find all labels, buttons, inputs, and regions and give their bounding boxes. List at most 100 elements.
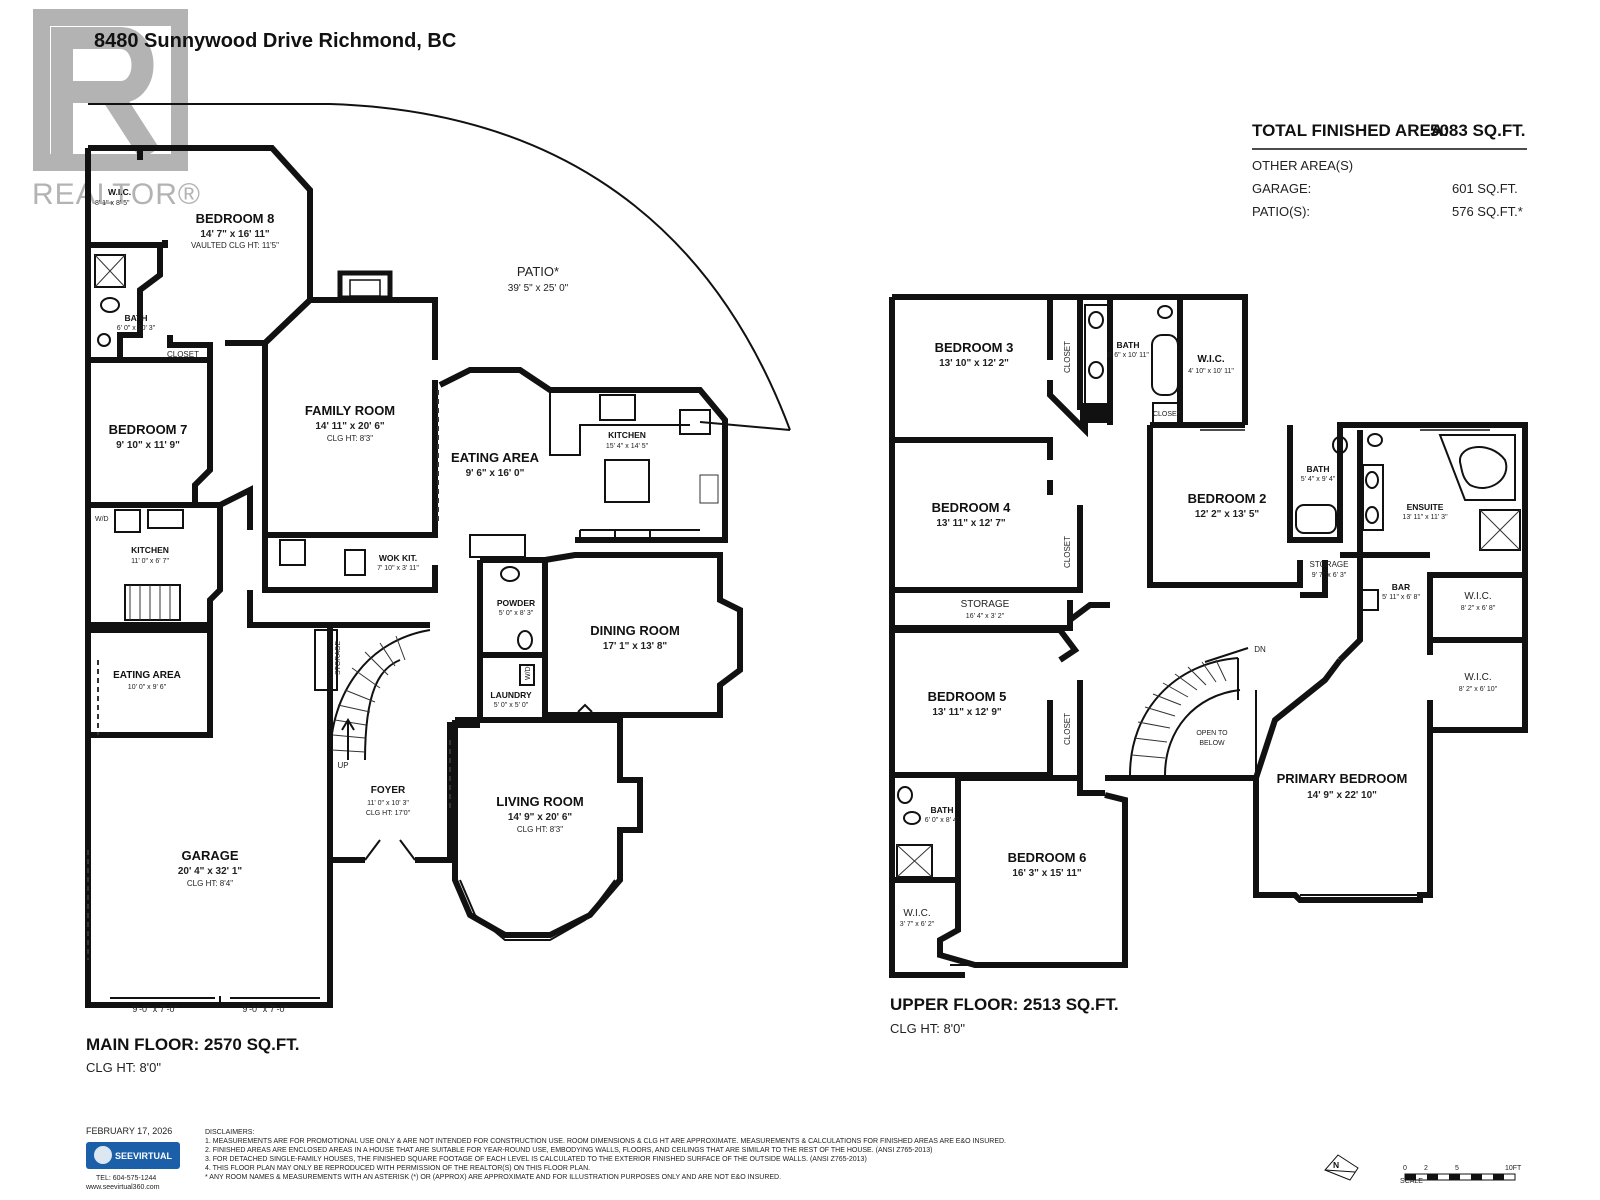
contact-web: www.seevirtual360.com: [85, 1184, 160, 1191]
garage-dims: 20' 4" x 32' 1": [178, 866, 243, 877]
eating-area-name: EATING AREA: [451, 450, 540, 465]
dining-room-dims: 17' 1" x 13' 8": [603, 641, 668, 652]
bedroom6-name: BEDROOM 6: [1008, 850, 1087, 865]
patio-dims: 39' 5" x 25' 0": [508, 283, 569, 294]
storage-upper-name: STORAGE: [961, 599, 1010, 610]
disclaimer-2: 2. FINISHED AREAS ARE ENCLOSED AREAS IN …: [205, 1147, 932, 1154]
seevirtual-logo-text: SEEVIRTUAL: [115, 1151, 173, 1161]
realtor-logo: REALTOR®: [32, 9, 201, 211]
ensuite-dims: 13' 11" x 11' 3": [1402, 514, 1448, 521]
closet3b-label: CLOSET: [1153, 411, 1182, 418]
wic8-name: W.I.C.: [108, 187, 131, 197]
dining-room-name: DINING ROOM: [590, 623, 680, 638]
primary-bedroom-dims: 14' 9" x 22' 10": [1307, 790, 1377, 801]
wd2-label: W/D: [525, 666, 532, 680]
area-summary: TOTAL FINISHED AREA: 5083 SQ.FT. OTHER A…: [1252, 121, 1527, 219]
laundry-name: LAUNDRY: [490, 690, 532, 700]
main-floor-title: MAIN FLOOR: 2570 SQ.FT.: [86, 1035, 299, 1054]
kitchen2-dims: 11' 0" x 6' 7": [131, 558, 169, 565]
wok-kitchen-dims: 7' 10" x 3' 11": [377, 565, 419, 572]
garage-clg: CLG HT: 8'4": [187, 879, 233, 888]
storage-upper-dims: 16' 4" x 3' 2": [966, 613, 1005, 620]
family-room-clg: CLG HT: 8'3": [327, 434, 373, 443]
kitchen2-name: KITCHEN: [131, 545, 169, 555]
foyer-name: FOYER: [371, 785, 406, 796]
bedroom6-dims: 16' 3" x 15' 11": [1012, 868, 1082, 879]
disclaimer-5: * ANY ROOM NAMES & MEASUREMENTS WITH AN …: [205, 1174, 781, 1181]
bedroom5-name: BEDROOM 5: [928, 689, 1007, 704]
bedroom4-name: BEDROOM 4: [932, 500, 1012, 515]
family-room-dims: 14' 11" x 20' 6": [315, 421, 385, 432]
bedroom8-name: BEDROOM 8: [196, 211, 275, 226]
eating-area-dims: 9' 6" x 16' 0": [466, 468, 525, 479]
stairs-up-label: UP: [337, 761, 348, 770]
garage-door1-size: 9'-0" x 7'-0": [132, 1004, 177, 1014]
eating2-dims: 10' 0" x 9' 6": [128, 684, 167, 691]
scale-tick-10: 10FT: [1505, 1165, 1522, 1172]
bath8-dims: 6' 0" x 10' 3": [117, 325, 156, 332]
upper-floor-clg: CLG HT: 8'0": [890, 1021, 965, 1036]
bedroom7-name: BEDROOM 7: [109, 422, 188, 437]
disclaimer-1: 1. MEASUREMENTS ARE FOR PROMOTIONAL USE …: [205, 1138, 1006, 1145]
primary-bedroom-name: PRIMARY BEDROOM: [1277, 771, 1408, 786]
disclaimer-3: 3. FOR DETACHED SINGLE-FAMILY HOUSES, TH…: [205, 1156, 867, 1163]
main-floor-plan: [85, 103, 791, 1008]
property-address: 8480 Sunnywood Drive Richmond, BC: [94, 30, 456, 52]
realtor-logo-text: REALTOR®: [32, 178, 201, 211]
ensuite-name: ENSUITE: [1407, 502, 1444, 512]
kitchen-name: KITCHEN: [608, 430, 646, 440]
bedroom8-clg: VAULTED CLG HT: 11'5": [191, 241, 279, 250]
compass-label: N: [1333, 1160, 1339, 1170]
wic-b-name: W.I.C.: [1464, 672, 1491, 683]
closet7-label: CLOSET: [167, 350, 199, 359]
bar-dims: 5' 11" x 6' 8": [1382, 594, 1420, 601]
foyer-clg: CLG HT: 17'0": [366, 810, 411, 817]
disclaimer-4: 4. THIS FLOOR PLAN MAY ONLY BE REPRODUCE…: [205, 1165, 590, 1172]
living-room-clg: CLG HT: 8'3": [517, 825, 563, 834]
bedroom3-name: BEDROOM 3: [935, 340, 1014, 355]
powder-name: POWDER: [497, 598, 535, 608]
scale-tick-2: 2: [1424, 1165, 1428, 1172]
wd-label: W/D: [95, 516, 109, 523]
scale-tick-5: 5: [1455, 1165, 1459, 1172]
garage-area-value: 601 SQ.FT.: [1452, 181, 1518, 196]
upper-floor-labels: BEDROOM 3 13' 10" x 12' 2" CLOSET BATH 8…: [890, 340, 1498, 1036]
contact-tel: TEL: 604-575-1244: [96, 1175, 156, 1182]
wic3-dims: 4' 10" x 10' 11": [1188, 368, 1234, 375]
kitchen-dims: 15' 4" x 14' 5": [606, 443, 649, 450]
wic6-dims: 3' 7" x 6' 2": [900, 921, 935, 928]
closet4-label: CLOSET: [1063, 536, 1072, 568]
bath6-name: BATH: [931, 805, 954, 815]
bedroom3-dims: 13' 10" x 12' 2": [939, 358, 1009, 369]
living-room-dims: 14' 9" x 20' 6": [508, 812, 573, 823]
scale-tick-0: 0: [1403, 1165, 1407, 1172]
patio-area-label: PATIO(S):: [1252, 204, 1310, 219]
upper-floor-plan: [889, 294, 1528, 978]
upper-floor-title: UPPER FLOOR: 2513 SQ.FT.: [890, 995, 1119, 1014]
wic8-dims: 8' 1" x 8' 5": [95, 200, 130, 207]
bath3-dims: 8' 6" x 10' 11": [1107, 352, 1149, 359]
storage2-dims: 9' 7" x 6' 3": [1312, 572, 1347, 579]
family-room-name: FAMILY ROOM: [305, 403, 395, 418]
patio-area-value: 576 SQ.FT.*: [1452, 204, 1523, 219]
north-compass-icon: N: [1324, 1154, 1359, 1181]
wic-a-dims: 8' 2" x 6' 8": [1461, 605, 1496, 612]
bar-name: BAR: [1392, 582, 1410, 592]
disclaimers-title: DISCLAIMERS:: [205, 1129, 254, 1136]
bath2-name: BATH: [1307, 464, 1330, 474]
other-areas-label: OTHER AREA(S): [1252, 158, 1353, 173]
living-room-name: LIVING ROOM: [496, 794, 583, 809]
bedroom8-dims: 14' 7" x 16' 11": [200, 229, 270, 240]
bedroom7-dims: 9' 10" x 11' 9": [116, 440, 180, 451]
seevirtual-logo: [86, 1142, 180, 1169]
eating2-name: EATING AREA: [113, 670, 181, 681]
open-to-below-sub: BELOW: [1199, 740, 1225, 747]
bedroom2-name: BEDROOM 2: [1188, 491, 1267, 506]
main-floor-clg: CLG HT: 8'0": [86, 1060, 161, 1075]
laundry-dims: 5' 0" x 5' 0": [494, 702, 529, 709]
main-floor-labels: W.I.C. 8' 1" x 8' 5" BEDROOM 8 14' 7" x …: [86, 187, 680, 1075]
total-area-label: TOTAL FINISHED AREA:: [1252, 121, 1449, 140]
garage-area-label: GARAGE:: [1252, 181, 1311, 196]
patio-name: PATIO*: [517, 264, 559, 279]
